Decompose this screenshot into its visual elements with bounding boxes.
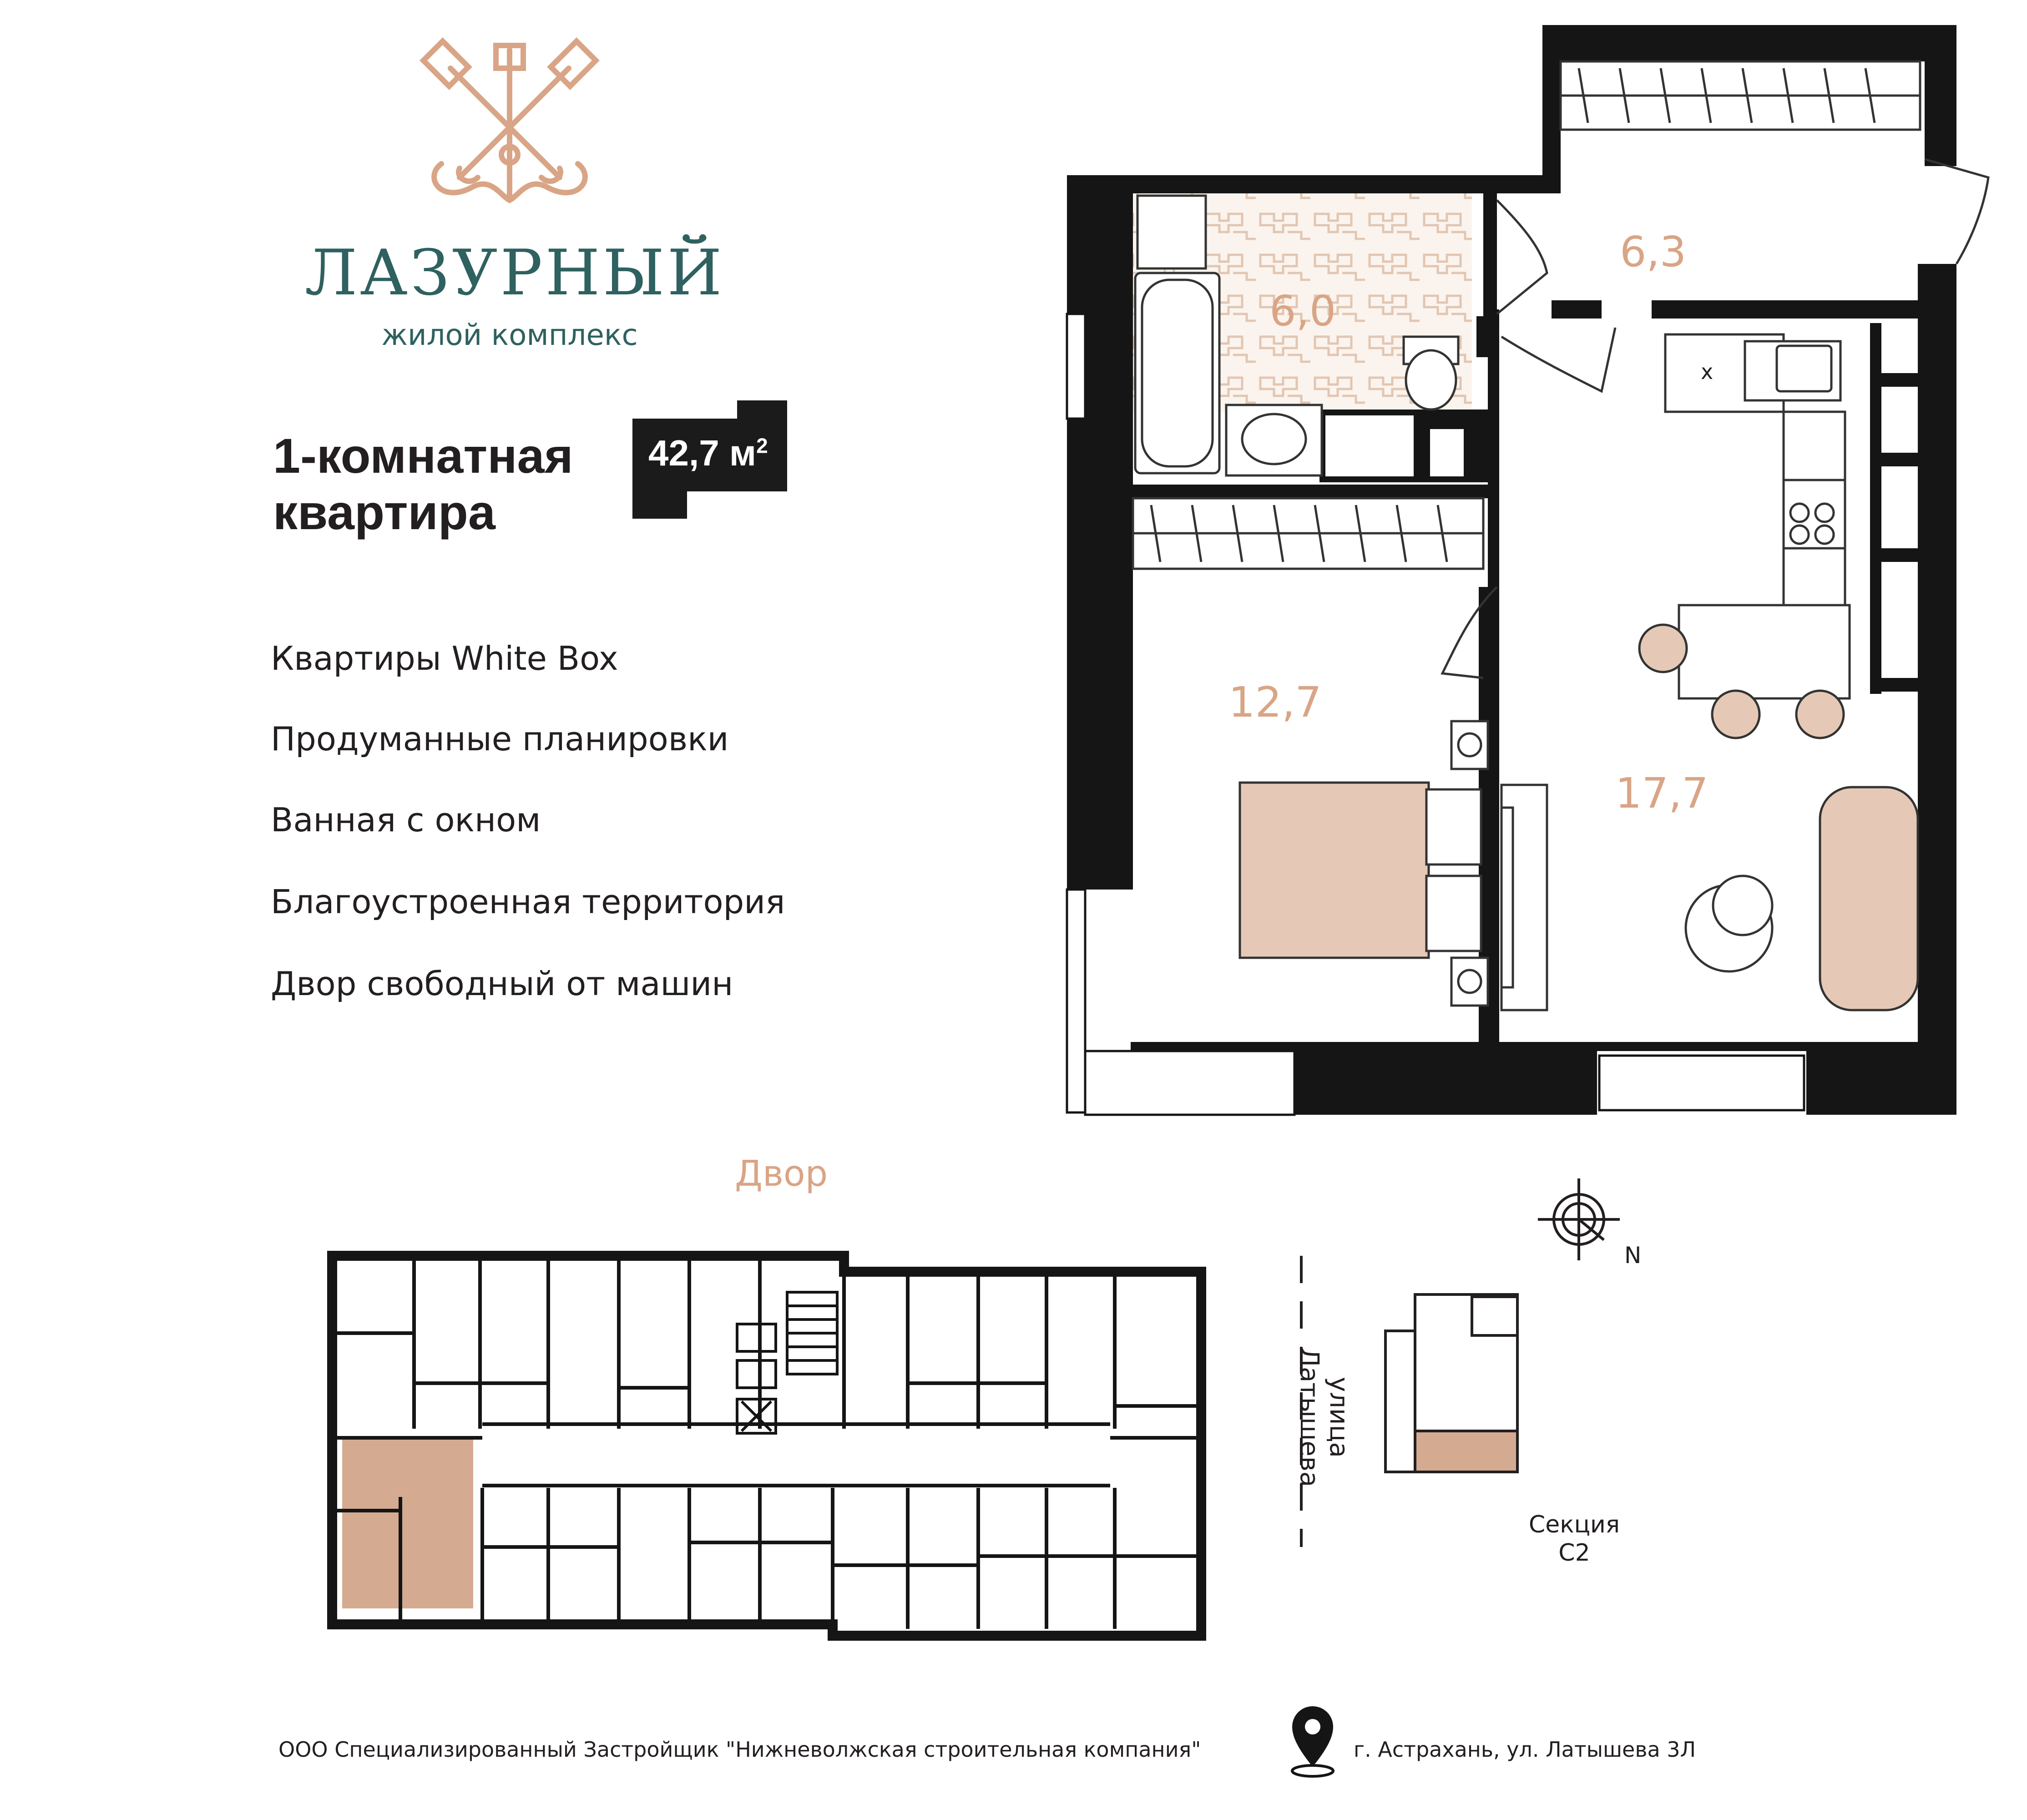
floor-plan xyxy=(327,1178,1620,1778)
yard-label: Двор xyxy=(735,1153,828,1194)
highlighted-apartment xyxy=(342,1438,473,1608)
section-label: Секция С2 xyxy=(1506,1511,1643,1567)
room-area-bedroom: 12,7 xyxy=(1228,678,1322,727)
compass xyxy=(1538,1178,1620,1260)
area-badge: 42,7 м2 xyxy=(648,432,768,474)
street-label: улица Латышева xyxy=(1294,1347,1354,1487)
feature-item: Двор свободный от машин xyxy=(271,965,733,1003)
developer-name: ООО Специализированный Застройщик "Нижне… xyxy=(278,1737,1201,1762)
area-unit-sup: 2 xyxy=(756,434,768,458)
address: г. Астрахань, ул. Латышева 3Л xyxy=(1354,1737,1696,1762)
compass-north-label: N xyxy=(1624,1242,1642,1269)
sofa xyxy=(1819,786,1919,1011)
fridge-mark: x xyxy=(1701,359,1714,384)
room-area-bathroom: 6,0 xyxy=(1269,287,1336,335)
apartment-type: 1-комнатная квартира xyxy=(273,428,573,541)
apartment-type-line1: 1-комнатная xyxy=(273,428,573,483)
feature-item: Ванная с окном xyxy=(271,801,541,839)
feature-item: Продуманные планировки xyxy=(271,720,729,758)
bed xyxy=(1238,781,1430,959)
area-badge-bg xyxy=(632,400,787,519)
apartment-type-line2: квартира xyxy=(273,485,495,540)
section-key-plan xyxy=(1384,1293,1519,1473)
brand-subtitle: жилой комплекс xyxy=(381,318,638,352)
room-area-living: 17,7 xyxy=(1615,769,1709,818)
room-area-hall: 6,3 xyxy=(1620,228,1687,276)
location-pin-icon xyxy=(1291,1706,1334,1778)
feature-item: Благоустроенная территория xyxy=(271,883,785,921)
section-label-line2: С2 xyxy=(1558,1539,1590,1567)
feature-item: Квартиры White Box xyxy=(271,639,618,677)
section-label-line1: Секция xyxy=(1528,1511,1620,1538)
area-value: 42,7 м xyxy=(648,433,757,473)
apartment-plan xyxy=(1066,25,1990,1116)
keys-logo xyxy=(420,37,600,203)
wardrobe xyxy=(1132,60,1921,570)
brand-name: ЛАЗУРНЫЙ xyxy=(305,236,725,309)
